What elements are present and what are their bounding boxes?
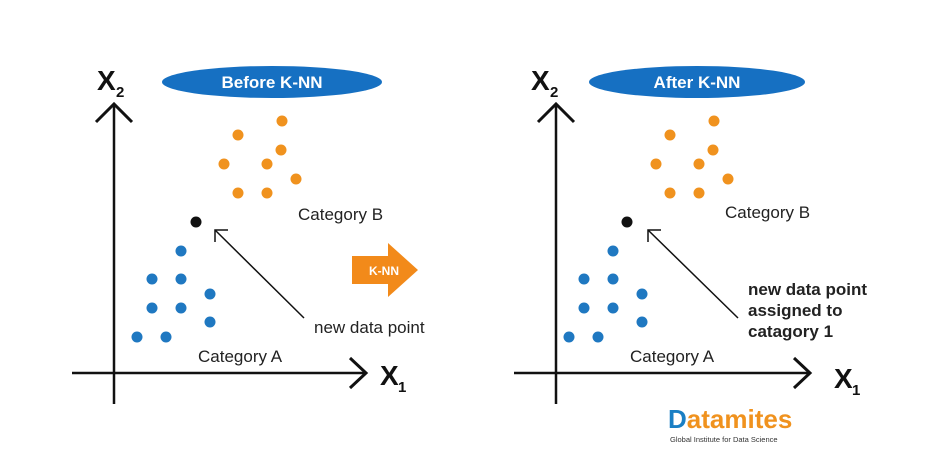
category-b-point: [232, 129, 244, 141]
category-b-points: [650, 115, 734, 199]
annotation-text-line: catagory 1: [748, 322, 833, 341]
category-b-point: [708, 115, 720, 127]
category-a-point: [578, 273, 590, 285]
panel-title: Before K-NN: [221, 73, 322, 92]
category-a-point: [607, 273, 619, 285]
category-b-point: [650, 158, 662, 170]
category-a-point: [175, 302, 187, 314]
category-a-point: [607, 245, 619, 257]
x-axis-arrow-head: [348, 356, 369, 390]
x-axis-subscript: 1: [852, 382, 860, 399]
category-b-point: [664, 129, 676, 141]
x-axis-subscript: 1: [398, 379, 406, 396]
annotation-arrow-line: [647, 229, 739, 319]
new-data-point: [190, 216, 202, 228]
category-a-point: [146, 273, 158, 285]
brand-tagline: Global Institute for Data Science: [670, 435, 778, 444]
category-b-point: [693, 187, 705, 199]
brand-name-rest: atamites: [687, 404, 793, 434]
arrow-shape: [352, 243, 418, 297]
annotation-arrow-line: [214, 229, 305, 319]
brand-name: Datamites: [668, 404, 792, 434]
category-a-point: [636, 288, 648, 300]
panel-title: After K-NN: [654, 73, 741, 92]
annotation-text-line: new data point: [748, 280, 867, 299]
category-a-point: [563, 331, 575, 343]
category-a-point: [636, 316, 648, 328]
x-axis-label: X: [380, 360, 399, 391]
category-a-points: [131, 245, 216, 343]
knn-transition-arrow: K-NN: [352, 243, 418, 297]
panel-after: X 2 X 1 After K-NN Category B new data p…: [514, 65, 867, 404]
category-a-point: [607, 302, 619, 314]
category-b-points: [218, 115, 302, 199]
category-b-point: [290, 173, 302, 185]
category-b-point: [693, 158, 705, 170]
category-a-point: [131, 331, 143, 343]
datamites-logo: Datamites Global Institute for Data Scie…: [668, 404, 792, 444]
category-a-label: Category A: [630, 347, 715, 366]
category-b-point: [218, 158, 230, 170]
category-b-point: [664, 187, 676, 199]
category-b-label: Category B: [298, 205, 383, 224]
category-a-point: [160, 331, 172, 343]
new-data-point: [621, 216, 633, 228]
category-b-point: [261, 187, 273, 199]
arrow-label: K-NN: [369, 264, 399, 278]
y-axis-label: X: [531, 65, 550, 96]
x-axis-label: X: [834, 363, 853, 394]
category-a-point: [204, 288, 216, 300]
category-a-point: [592, 331, 604, 343]
category-a-point: [175, 273, 187, 285]
category-b-point: [275, 144, 287, 156]
category-a-point: [578, 302, 590, 314]
panel-before: X 2 X 1 Before K-NN Category B new data …: [72, 65, 425, 404]
category-b-point: [707, 144, 719, 156]
category-a-points: [563, 245, 648, 343]
category-a-point: [146, 302, 158, 314]
title-pill: [589, 66, 805, 98]
x-axis-arrow-head: [792, 356, 813, 390]
annotation-text-line: assigned to: [748, 301, 842, 320]
category-b-point: [232, 187, 244, 199]
category-b-point: [276, 115, 288, 127]
annotation-text: new data point: [314, 318, 425, 337]
y-axis-subscript: 2: [550, 84, 558, 101]
category-a-point: [204, 316, 216, 328]
category-b-label: Category B: [725, 203, 810, 222]
category-a-point: [175, 245, 187, 257]
y-axis-subscript: 2: [116, 84, 124, 101]
title-pill: [162, 66, 382, 98]
category-b-point: [722, 173, 734, 185]
category-a-label: Category A: [198, 347, 283, 366]
category-b-point: [261, 158, 273, 170]
brand-name-prefix: D: [668, 404, 687, 434]
y-axis-label: X: [97, 65, 116, 96]
